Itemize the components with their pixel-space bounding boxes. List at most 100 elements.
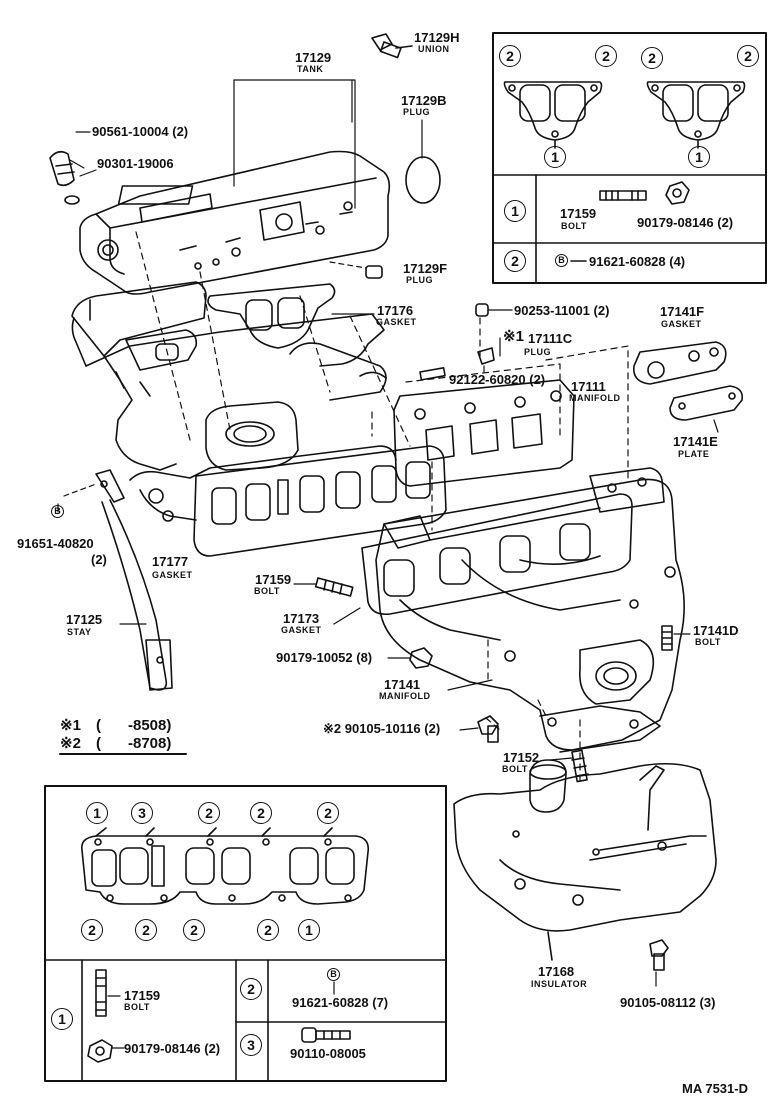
- inset-bottom-callout: 2: [135, 919, 157, 941]
- inset-top-callout: 1: [688, 146, 710, 168]
- inset-top-nut: [665, 181, 690, 205]
- inset-top-callout: 2: [641, 47, 663, 69]
- heat-insulator-17168: [453, 759, 717, 961]
- gasket-17173: [361, 493, 633, 616]
- label-17176-name: GASKET: [376, 317, 417, 327]
- union-17129h: [371, 33, 413, 59]
- note-1-open: (: [96, 717, 101, 734]
- label-17111-num: 17111: [571, 379, 606, 394]
- label-17129h-num: 17129H: [414, 30, 460, 45]
- label-90253-num: 90253-11001 (2): [514, 303, 610, 318]
- inset-bottom-callout: 2: [81, 919, 103, 941]
- inset-top-stud-num: 91621-60828 (4): [589, 254, 686, 269]
- label-17141f-name: GASKET: [661, 319, 702, 329]
- label-92122-num: 92122-60820 (2): [449, 372, 546, 387]
- water-tank-body: [79, 150, 391, 295]
- o-ring-90301: [64, 195, 80, 205]
- inset-top-bolt-num: 17159: [560, 206, 597, 221]
- inset-bottom-gasket: [80, 827, 370, 905]
- tank-leader: [233, 79, 356, 209]
- label-17173-name: GASKET: [281, 625, 322, 635]
- label-17159-name: BOLT: [254, 586, 280, 596]
- note-2-open: (: [96, 735, 101, 752]
- inset-bottom-bolt-num: 17159: [124, 988, 161, 1003]
- inset-top-frame: [492, 32, 767, 284]
- label-17177-name: GASKET: [152, 570, 193, 580]
- label-91651-qty: (2): [91, 552, 107, 567]
- inset-bottom-stud-bolt: [95, 969, 107, 1017]
- inset-bottom-callout: 2: [257, 919, 279, 941]
- label-17141-name: MANIFOLD: [379, 691, 431, 701]
- inset-bottom-screw: [301, 1027, 351, 1043]
- label-17176-num: 17176: [377, 303, 414, 318]
- stud-bolt-17159: [314, 577, 354, 597]
- label-17141-num: 17141: [384, 677, 421, 692]
- inset-top-nut-num: 90179-08146 (2): [637, 215, 734, 230]
- label-17173-num: 17173: [283, 611, 320, 626]
- inset-top-bolt-name: BOLT: [561, 221, 587, 231]
- inset-bottom-callout: 2: [183, 919, 205, 941]
- inset-bottom-row-key: 3: [240, 1034, 262, 1056]
- label-17129b-name: PLUG: [403, 107, 431, 117]
- stay-17125: [95, 469, 173, 691]
- inset-bottom-nut-num: 90179-08146 (2): [124, 1041, 221, 1056]
- inset-bottom-bolt-name: BOLT: [124, 1002, 150, 1012]
- inset-top-badge-b: B: [555, 254, 568, 267]
- note-1-mark: ※1: [60, 717, 81, 734]
- badge-b-91651: B: [51, 505, 64, 518]
- inset-bottom-callout: 2: [198, 802, 220, 824]
- plug-17129f: [365, 265, 383, 279]
- inset-top-row-key: 2: [504, 250, 526, 272]
- label-17111-name: MANIFOLD: [569, 393, 621, 403]
- label-17141d-name: BOLT: [695, 637, 721, 647]
- gasket-17177: [193, 445, 447, 557]
- gasket-17141f: [633, 341, 727, 385]
- label-17168-name: INSULATOR: [531, 979, 588, 989]
- inset-top-callout: 2: [595, 45, 617, 67]
- label-17152-name: BOLT: [502, 764, 528, 774]
- bolt-90105-08112: [649, 939, 669, 971]
- label-17129f-num: 17129F: [403, 261, 448, 276]
- diagram-code: MA 7531-D: [682, 1081, 748, 1096]
- gasket-17176: [207, 283, 336, 349]
- inset-top-callout: 2: [737, 45, 759, 67]
- plug-17111c: [477, 347, 495, 365]
- note-2-mark: ※2: [60, 735, 81, 752]
- label-17111c-name: PLUG: [524, 347, 552, 357]
- inset-bottom-row-key: 2: [240, 978, 262, 1000]
- note-1-range: -8508): [128, 717, 172, 734]
- label-17125-num: 17125: [66, 612, 103, 627]
- label-17152-num: 17152: [503, 750, 540, 765]
- label-17129-num: 17129: [295, 50, 332, 65]
- label-17141f-num: 17141F: [660, 304, 705, 319]
- bolt-92122: [419, 367, 446, 381]
- label-17177-num: 17177: [152, 554, 189, 569]
- inset-top-gasket-right: [646, 81, 746, 149]
- bolt-90105-10116: [477, 715, 499, 743]
- inset-bottom-frame: [44, 785, 447, 1082]
- plate-17141e: [669, 385, 744, 421]
- label-90105-08112-num: 90105-08112 (3): [620, 995, 716, 1010]
- inset-bottom-nut: [87, 1039, 113, 1063]
- label-17168-num: 17168: [538, 964, 575, 979]
- label-17129h-name: UNION: [418, 44, 450, 54]
- bolt-17141d: [661, 625, 673, 651]
- inset-bottom-callout: 1: [298, 919, 320, 941]
- plug-17129b: [405, 156, 441, 204]
- inset-bottom-callout: 2: [317, 802, 339, 824]
- inset-bottom-row-key: 1: [51, 1008, 73, 1030]
- label-17129f-name: PLUG: [406, 275, 434, 285]
- label-90561-num: 90561-10004 (2): [92, 124, 189, 139]
- inset-bottom-screw-num: 90110-08005: [290, 1046, 366, 1061]
- label-17159-num: 17159: [255, 572, 292, 587]
- label-17141d-num: 17141D: [693, 623, 739, 638]
- inset-top-stud-bolt: [599, 190, 647, 201]
- label-90179-10052-num: 90179-10052 (8): [276, 650, 373, 665]
- note-2-range: -8708): [128, 735, 172, 752]
- intake-manifold-17111: [71, 281, 575, 522]
- label-90301-num: 90301-19006: [97, 156, 174, 171]
- label-91651-num: 91651-40820: [17, 536, 94, 551]
- inset-bottom-callout: 1: [86, 802, 108, 824]
- label-17111c-num: 17111C: [528, 331, 573, 346]
